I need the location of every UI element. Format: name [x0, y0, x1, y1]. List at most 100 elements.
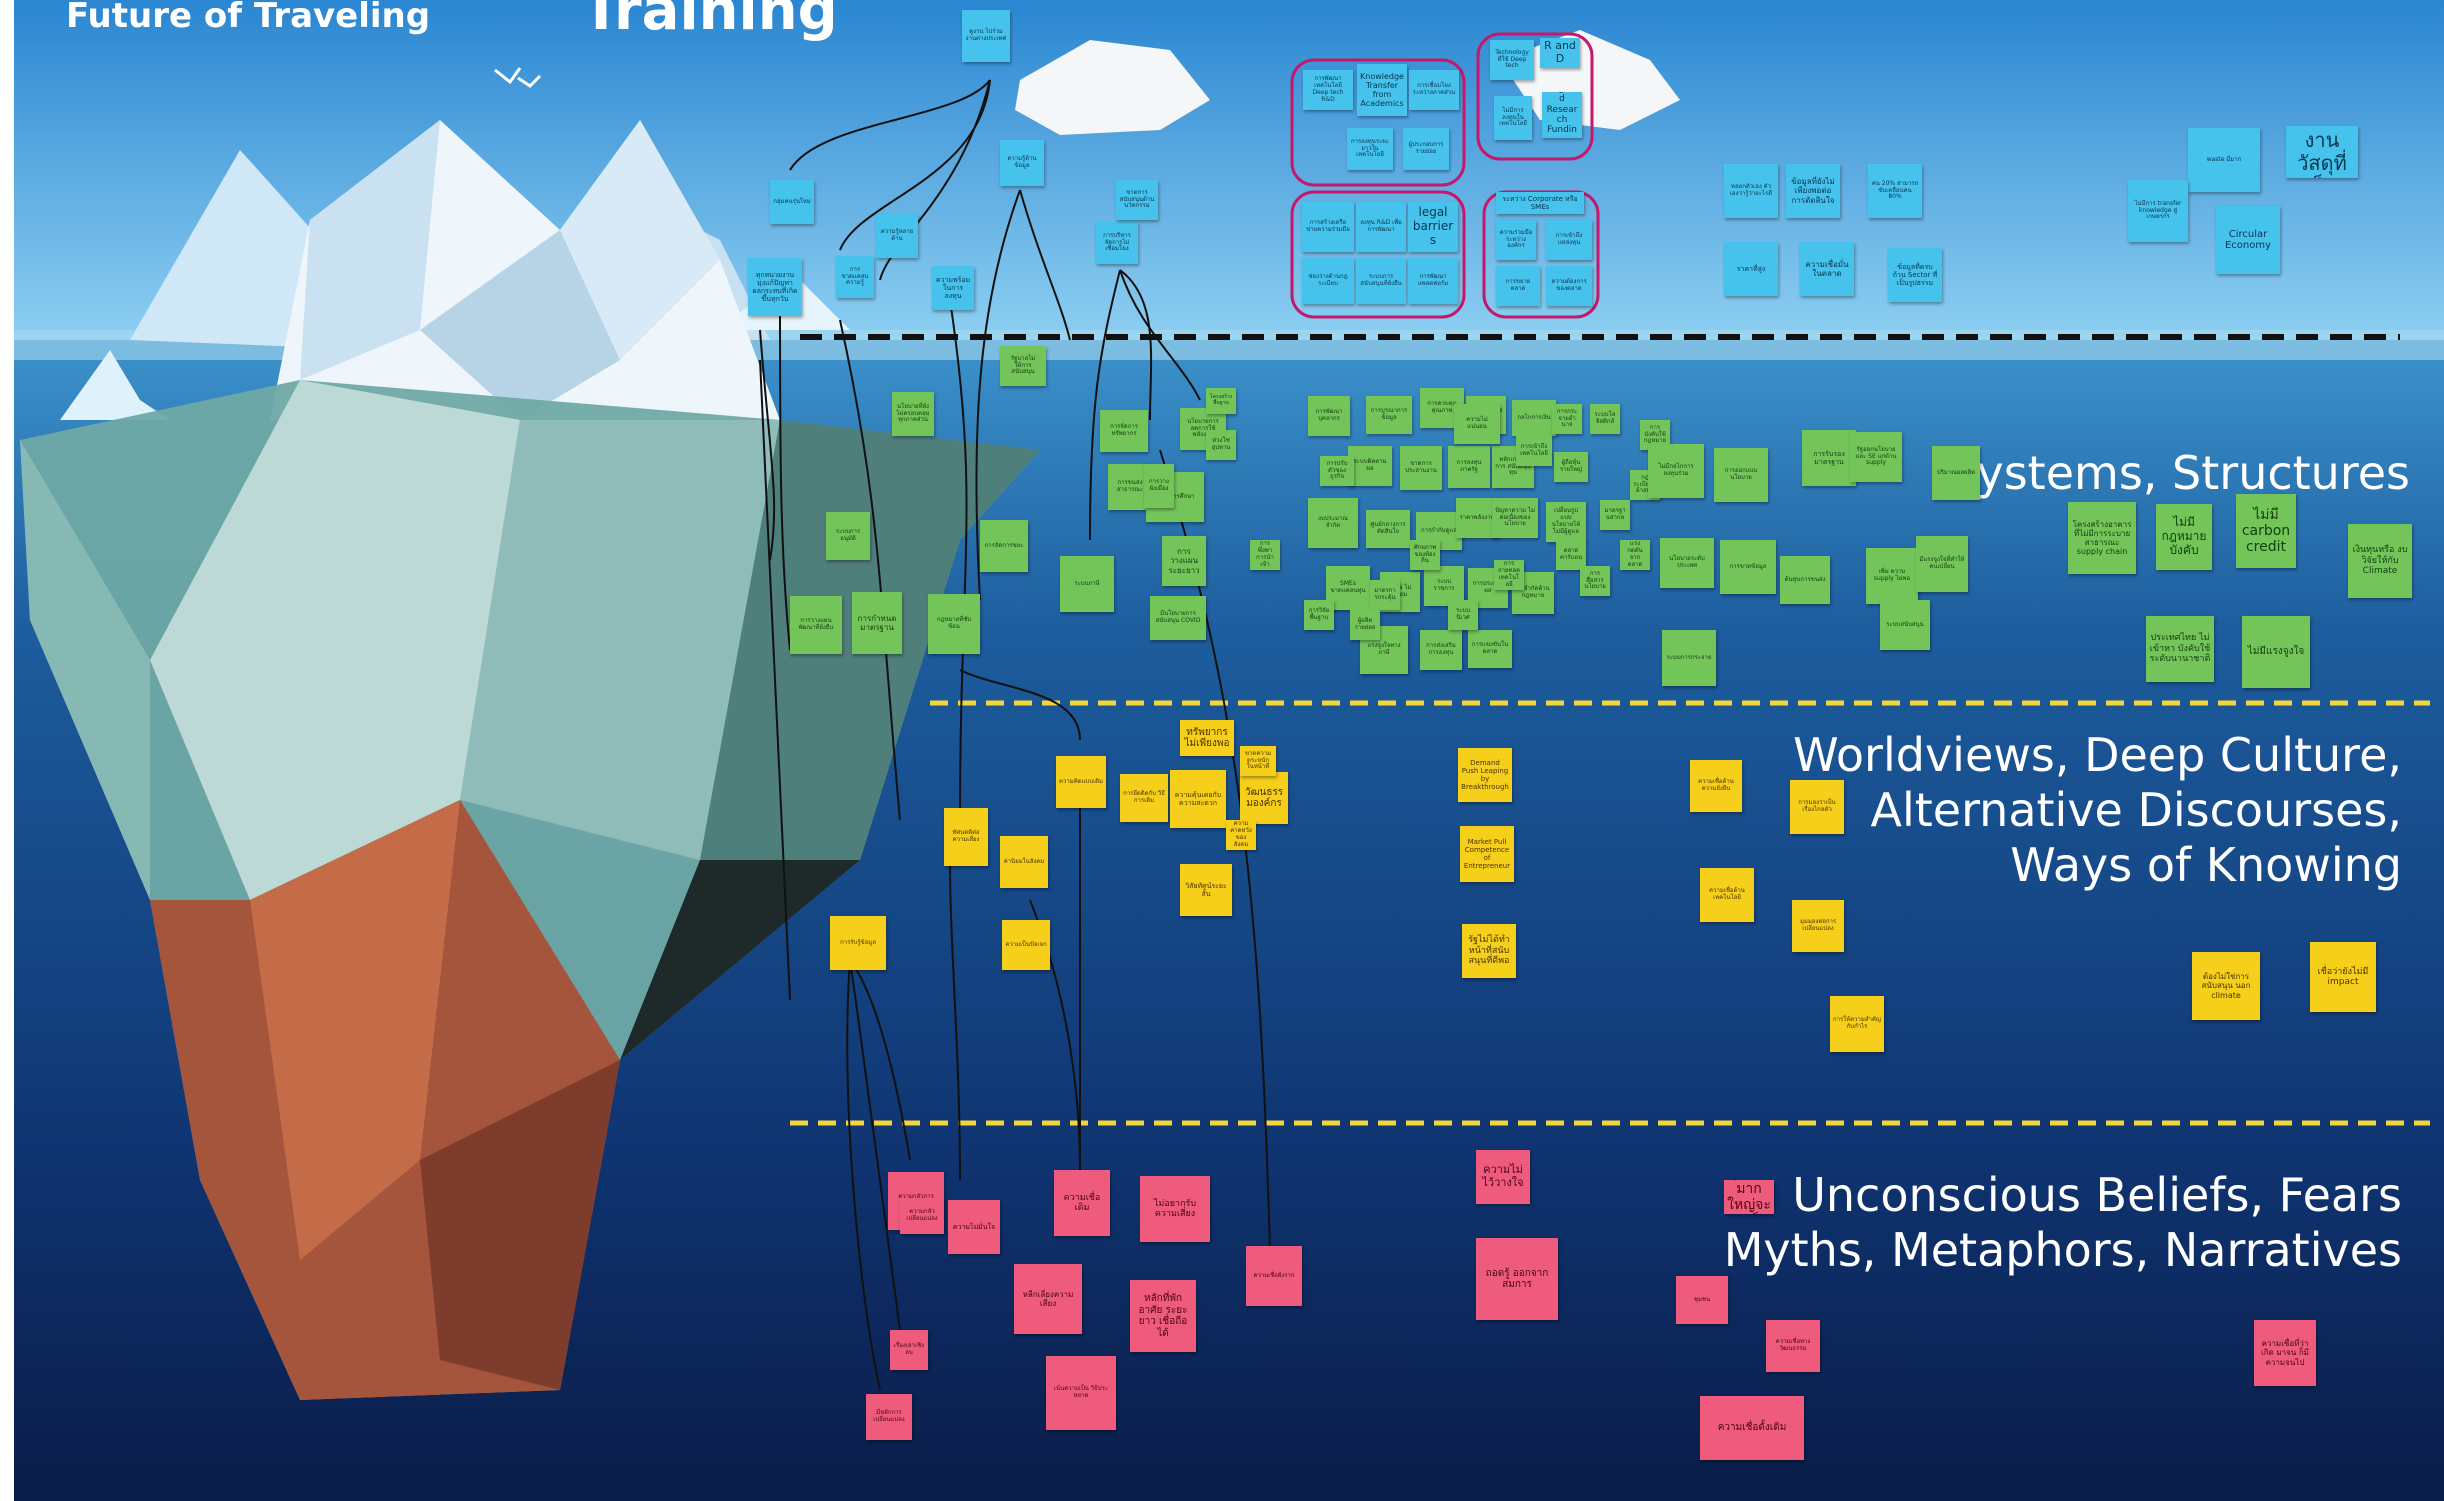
blue-sticky-note[interactable]: การเข้าถึงแหล่งทุน — [1546, 220, 1592, 260]
green-sticky-note[interactable]: ผู้ถือหุ้นรายใหญ่ — [1554, 452, 1588, 482]
yellow-sticky-note[interactable]: ทรัพยากร ไม่เพียงพอ — [1180, 720, 1234, 756]
blue-sticky-note[interactable]: ผู้ประกอบการรายย่อย — [1403, 128, 1449, 170]
pink-sticky-note[interactable]: หลีกเลี่ยงความเสี่ยง — [1014, 1264, 1082, 1334]
green-sticky-note[interactable]: การวางแผนพัฒนาที่ยั่งยืน — [790, 596, 842, 654]
blue-sticky-note[interactable]: การขยายตลาด — [1496, 266, 1540, 306]
blue-sticky-note[interactable]: ความต้องการของตลาด — [1546, 266, 1592, 306]
green-sticky-note[interactable]: การพึ่งพาการนำเข้า — [1250, 540, 1280, 570]
yellow-sticky-note[interactable]: ความคาดหวังของสังคม — [1226, 820, 1256, 850]
yellow-sticky-note[interactable]: ความเป็นปัจเจก — [1002, 920, 1050, 970]
pink-sticky-note[interactable]: ไม่อยากรับความเสี่ยง — [1140, 1176, 1210, 1242]
pink-sticky-note[interactable]: ความเชื่อดั้งเดิม — [1700, 1396, 1804, 1460]
pink-sticky-note[interactable]: ความกลัว เปลี่ยนแปลง — [900, 1198, 944, 1234]
green-sticky-note[interactable]: นโยบายระดับประเทศ — [1660, 538, 1714, 588]
green-sticky-note[interactable]: ตลาดคาร์บอน — [1556, 540, 1586, 570]
green-sticky-note[interactable]: การเข้าถึงเทคโนโลยี — [1516, 436, 1552, 466]
green-sticky-note[interactable]: ไม่มี carbon credit — [2236, 494, 2296, 568]
yellow-sticky-note[interactable]: Demand Push Leaping by Breakthrough — [1458, 748, 1512, 802]
green-sticky-note[interactable]: การพัฒนาบุคลากร — [1308, 396, 1350, 436]
pink-sticky-note[interactable]: ความไม่มั่นใจ — [948, 1200, 1000, 1254]
yellow-sticky-note[interactable]: การรับรู้ข้อมูล — [830, 916, 886, 970]
green-sticky-note[interactable]: ห่วงโซ่อุปทาน — [1206, 430, 1236, 460]
yellow-sticky-note[interactable]: การมองว่าเป็นเรื่องไกลตัว — [1790, 780, 1844, 834]
green-sticky-note[interactable]: รัฐบาลไม่ให้การสนับสนุน — [1000, 346, 1046, 386]
green-sticky-note[interactable]: มีแรงจูงใจที่ทำให้คนเปลี่ยน — [1916, 536, 1968, 592]
green-sticky-note[interactable]: ปริมาณผลผลิต — [1932, 446, 1980, 500]
blue-sticky-note[interactable]: Targeted Research Funding — [1542, 92, 1582, 138]
pink-sticky-note[interactable]: หลักที่พักอาศัย ระยะยาว เชื่อถือได้ — [1130, 1280, 1196, 1352]
yellow-sticky-note[interactable]: ความเชื่อด้านเทคโนโลยี — [1700, 868, 1754, 922]
green-sticky-note[interactable]: การบูรณาการข้อมูล — [1366, 396, 1412, 434]
green-sticky-note[interactable]: Infra ไม่พร้อม — [1380, 572, 1420, 612]
green-sticky-note[interactable]: การปรับตัวของธุรกิจ — [1320, 456, 1354, 486]
green-sticky-note[interactable]: การรับรองมาตรฐาน — [1802, 430, 1856, 486]
green-sticky-note[interactable]: การวิจัยพื้นฐาน — [1304, 600, 1334, 630]
blue-sticky-note[interactable]: ความเชื่อมั่นในตลาด — [1800, 242, 1854, 296]
blue-sticky-note[interactable]: ข้อมูลที่ยังไม่เพียงพอต่อการตัดสินใจ — [1786, 164, 1840, 218]
green-sticky-note[interactable]: มีนโยบายการ สนับสนุน COVID — [1150, 596, 1206, 640]
blue-sticky-note[interactable]: หลอกตัวเอง ตัวเองว่ารู้ว่าอะไรดี — [1724, 164, 1778, 218]
green-sticky-note[interactable]: การลงทุนภาครัฐ — [1448, 446, 1490, 488]
pink-sticky-note[interactable]: มีหลักการ เปลี่ยนแปลง — [866, 1394, 912, 1440]
green-sticky-note[interactable]: มาตรการกระตุ้น — [1370, 580, 1400, 610]
green-sticky-note[interactable]: รัฐออกนโยบายและ SE แก่ด้าน supply — [1850, 432, 1902, 482]
pink-sticky-note[interactable]: เรื่องเล่าเชิงลบ — [890, 1330, 928, 1370]
blue-sticky-note[interactable]: Knowledge Transfer from Academics — [1357, 64, 1407, 116]
green-sticky-note[interactable]: การออกแบบนโยบาย — [1714, 448, 1768, 502]
blue-sticky-note[interactable]: waste มีมาก — [2188, 128, 2260, 192]
green-sticky-note[interactable]: มาตรฐานสากล — [1600, 500, 1630, 530]
green-sticky-note[interactable]: ความไม่แน่นอน — [1454, 404, 1500, 444]
blue-sticky-note[interactable]: ไม่มีการลงทุนในเทคโนโลยี — [1494, 96, 1532, 140]
yellow-sticky-note[interactable]: ความคุ้นเคยกับ ความสะดวก — [1170, 770, 1226, 828]
green-sticky-note[interactable]: ระบบการอนุมัติ — [826, 512, 870, 560]
blue-sticky-note[interactable]: ราคาที่สูง — [1724, 242, 1778, 296]
blue-sticky-note[interactable]: กลุ่มคนรุ่นใหม่ — [770, 180, 814, 224]
blue-sticky-note[interactable]: การพัฒนาเทคโนโลยี Deep tech R&D — [1303, 70, 1353, 110]
blue-sticky-note[interactable]: ช่องว่างด้านกฎระเบียบ — [1302, 258, 1354, 304]
green-sticky-note[interactable]: ระบบการกระจาย — [1662, 630, 1716, 686]
green-sticky-note[interactable]: การส่งเสริมการลงทุน — [1420, 630, 1462, 670]
blue-sticky-note[interactable]: ระบบการสนับสนุนที่ยั่งยืน — [1356, 258, 1406, 304]
green-sticky-note[interactable]: แรงกดดันจากตลาด — [1620, 540, 1650, 570]
green-sticky-note[interactable]: โครงสร้างพื้นฐาน — [1206, 388, 1236, 414]
blue-sticky-note[interactable]: คน 20% สามารถขับเคลื่อนคน 80% — [1868, 164, 1922, 218]
green-sticky-note[interactable]: ต้นทุนการขนส่ง — [1780, 556, 1830, 604]
green-sticky-note[interactable]: ไม่มีกลไกการ ลงทุนร่วม — [1648, 444, 1704, 498]
blue-sticky-note[interactable]: การสร้างเครือข่ายความร่วมมือ — [1302, 202, 1354, 252]
pink-sticky-note[interactable]: ไม่รู้ว่าความ รุนแรงมาก ใหญ่จะมาเร็ว แค่… — [1724, 1180, 1774, 1214]
green-sticky-note[interactable]: ระบบติดตามผล — [1348, 446, 1392, 486]
yellow-sticky-note[interactable]: ค่านิยมในสังคม — [1000, 836, 1048, 888]
blue-sticky-note[interactable]: ขาดการสนับสนุนด้านนวัตกรรม — [1116, 180, 1158, 220]
yellow-sticky-note[interactable]: รัฐไม่ได้ทำ หน้าที่สนับ สนุนที่ดีพอ — [1462, 924, 1516, 978]
yellow-sticky-note[interactable]: มุมมองต่อการเปลี่ยนแปลง — [1792, 900, 1844, 952]
green-sticky-note[interactable]: ข้อจำกัดด้านกฎหมาย — [1512, 572, 1554, 614]
green-sticky-note[interactable]: ประเทศไทย ไม่เข้าหา บังคับใช้ ระดับนานาช… — [2146, 616, 2214, 682]
green-sticky-note[interactable]: การกระจายอำนาจ — [1552, 404, 1582, 434]
blue-sticky-note[interactable]: การขาดแคลนความรู้ — [836, 256, 874, 298]
blue-sticky-note[interactable]: legal barriers — [1408, 202, 1458, 252]
blue-sticky-note[interactable]: การพัฒนาแพลตฟอร์ม — [1408, 258, 1458, 304]
green-sticky-note[interactable]: ระบบนิเวศ — [1448, 600, 1478, 630]
yellow-sticky-note[interactable]: ความคิดแบบเดิม — [1056, 756, 1106, 808]
yellow-sticky-note[interactable]: ต้องไม่ใช่การ สนับสนุน นอก climate — [2192, 952, 2260, 1020]
green-sticky-note[interactable]: ศักยภาพของท้องถิ่น — [1410, 540, 1440, 570]
blue-sticky-note[interactable]: ดูงาน ไปร่วมงานต่างประเทศ — [962, 10, 1010, 62]
pink-sticky-note[interactable]: ความเชื่อที่ว่าเกิด มาจน ก็มีความจนไป — [2254, 1320, 2316, 1386]
blue-sticky-note[interactable]: ความร่วมมือระหว่างองค์กร — [1496, 220, 1536, 260]
green-sticky-note[interactable]: เพิ่ม ความ supply ไม่พอ — [1866, 548, 1918, 604]
green-sticky-note[interactable]: การขาดข้อมูล — [1720, 540, 1776, 594]
yellow-sticky-note[interactable]: ทัศนคติต่อความเสี่ยง — [944, 808, 988, 866]
blue-sticky-note[interactable]: ต้นทุนการใช้งานวัสดุที่เป็นมิตร — [2286, 126, 2358, 178]
pink-sticky-note[interactable]: ชุมชน — [1676, 1276, 1728, 1324]
green-sticky-note[interactable]: กฎหมายที่ซับซ้อน — [928, 594, 980, 654]
green-sticky-note[interactable]: ระบบราชการ — [1424, 566, 1464, 606]
green-sticky-note[interactable]: โครงสร้างอาคาร ที่ไม่มีการระบาย สาธารณะ … — [2068, 502, 2136, 574]
blue-sticky-note[interactable]: การเชื่อมโยงระหว่างภาคส่วน — [1409, 70, 1459, 110]
green-sticky-note[interactable]: ไม่มีกฎหมาย บังคับ — [2156, 504, 2212, 570]
green-sticky-note[interactable]: ระบบภาษี — [1060, 556, 1114, 612]
pink-sticky-note[interactable]: เน้นความเป็น วิธีประหยาด — [1046, 1356, 1116, 1430]
green-sticky-note[interactable]: ไม่มีแรงจูงใจ — [2242, 616, 2310, 688]
green-sticky-note[interactable]: การจัดการขยะ — [980, 520, 1028, 572]
green-sticky-note[interactable]: ผู้ผลิตรายย่อย — [1350, 610, 1380, 640]
